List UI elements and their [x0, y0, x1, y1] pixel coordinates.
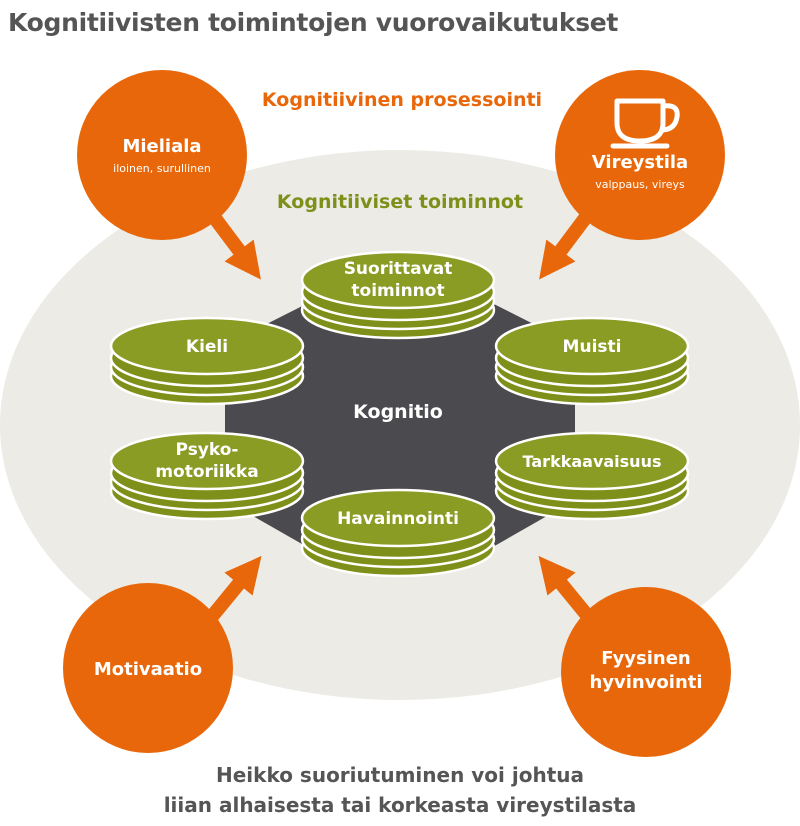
disc-attention: Tarkkaavaisuus	[494, 431, 690, 521]
center-hub	[225, 292, 575, 560]
motivation-title: Motivaatio	[94, 659, 202, 680]
disc-executive: Suorittavat toiminnot	[300, 250, 496, 340]
disc-memory: Muisti	[494, 316, 690, 406]
psychomotor-line2: motoriikka	[155, 462, 258, 482]
motivation-circle	[63, 583, 233, 753]
attention-label: Tarkkaavaisuus	[523, 452, 662, 471]
alertness-subtitle: valppaus, vireys	[595, 178, 685, 191]
disc-perception: Havainnointi	[300, 488, 496, 578]
mood-node: Mieliala iloinen, surullinen	[77, 70, 247, 240]
mood-title: Mieliala	[122, 136, 201, 157]
wellbeing-line2: hyvinvointi	[589, 672, 702, 693]
executive-line1: Suorittavat	[344, 259, 453, 279]
language-label: Kieli	[186, 337, 228, 357]
functions-label: Kognitiiviset toiminnot	[277, 191, 523, 213]
disc-psychomotor: Psyko- motoriikka	[109, 431, 305, 521]
alertness-circle	[555, 70, 725, 240]
wellbeing-node: Fyysinen hyvinvointi	[561, 587, 731, 757]
alertness-title: Vireystila	[592, 152, 688, 173]
mood-subtitle: iloinen, surullinen	[113, 162, 211, 175]
disc-language: Kieli	[109, 316, 305, 406]
psychomotor-line1: Psyko-	[176, 440, 239, 460]
mood-circle	[77, 70, 247, 240]
center-label: Kognitio	[353, 401, 443, 423]
memory-label: Muisti	[563, 337, 622, 357]
wellbeing-circle	[561, 587, 731, 757]
caption-line2: liian alhaisesta tai korkeasta vireystil…	[163, 793, 637, 817]
caption-line1: Heikko suoriutuminen voi johtua	[216, 763, 584, 787]
perception-label: Havainnointi	[337, 509, 459, 529]
wellbeing-line1: Fyysinen	[601, 648, 691, 669]
coffee-cup-icon	[610, 98, 680, 149]
processing-label: Kognitiivinen prosessointi	[262, 89, 542, 111]
motivation-node: Motivaatio	[63, 583, 233, 753]
diagram-title: Kognitiivisten toimintojen vuorovaikutuk…	[8, 8, 619, 37]
alertness-node: Vireystila valppaus, vireys	[555, 70, 725, 240]
executive-line2: toiminnot	[351, 281, 444, 301]
